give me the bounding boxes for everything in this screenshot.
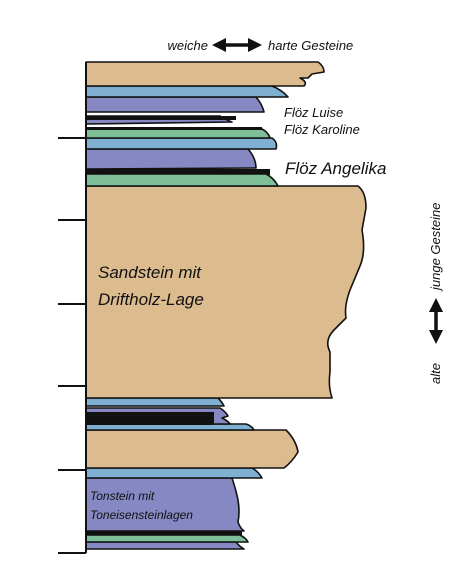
sandstone-label-line1: Sandstein mit — [98, 263, 202, 282]
sandstone-layer — [85, 61, 325, 87]
siltstone-layer — [85, 467, 263, 479]
rock-layers — [85, 61, 367, 550]
claystone-label-line2: Toneisensteinlagen — [90, 508, 193, 522]
siltstone-layer — [85, 397, 225, 407]
double-arrow-vertical-icon — [429, 298, 443, 344]
legend-hard-label: harte Gesteine — [268, 38, 353, 53]
seam-label-angelika: Flöz Angelika — [285, 159, 386, 178]
coal-adjacent-layer — [85, 173, 279, 187]
siltstone-layer — [85, 137, 278, 150]
sandstone-label-line2: Driftholz-Lage — [98, 290, 204, 309]
sandstone-driftwood-layer — [85, 185, 367, 399]
seam-label-luise: Flöz Luise — [284, 105, 343, 120]
thickness-axis — [58, 62, 87, 554]
coal-adjacent-layer — [85, 128, 271, 139]
claystone-layer — [85, 541, 245, 550]
claystone-layer — [85, 96, 265, 113]
siltstone-layer — [85, 85, 289, 98]
coal-seam-luise — [86, 116, 236, 120]
legend-old-label: alte — [428, 363, 443, 384]
legend-soft-label: weiche — [168, 38, 208, 53]
coal-adjacent-layer — [85, 534, 249, 543]
coal-seam — [86, 531, 242, 535]
coal-seam-angelika — [86, 169, 270, 175]
coal-seam-karoline — [86, 127, 262, 130]
coal-seam — [86, 412, 214, 425]
seam-label-karoline: Flöz Karoline — [284, 122, 360, 137]
claystone-ironstone-layer — [85, 477, 245, 532]
claystone-label-line1: Tonstein mit — [90, 489, 155, 503]
age-legend: junge Gesteine alte — [428, 203, 443, 384]
hardness-legend: weiche harte Gesteine — [168, 38, 353, 53]
seam-labels: Flöz Luise Flöz Karoline Flöz Angelika — [284, 105, 386, 178]
sandstone-layer — [85, 429, 299, 469]
legend-young-label: junge Gesteine — [428, 203, 443, 292]
rock-unit-labels: Sandstein mit Driftholz-Lage Tonstein mi… — [90, 263, 204, 522]
claystone-layer — [85, 148, 257, 170]
siltstone-layer — [85, 423, 255, 431]
double-arrow-horizontal-icon — [212, 38, 262, 52]
